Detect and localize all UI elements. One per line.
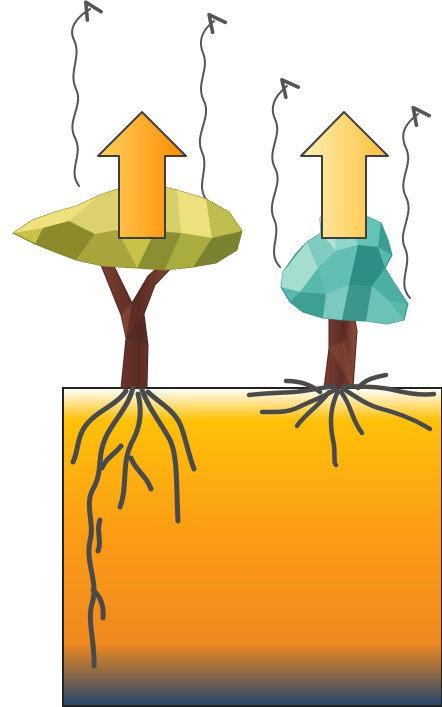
block-up-arrow-icon [301,112,388,238]
soil-block [63,388,442,706]
wavy-up-arrow-icon [403,114,418,298]
wavy-up-arrow-icon [72,9,90,186]
wavy-up-arrow-icon [200,21,214,202]
wavy-up-arrow-icon [272,86,287,267]
